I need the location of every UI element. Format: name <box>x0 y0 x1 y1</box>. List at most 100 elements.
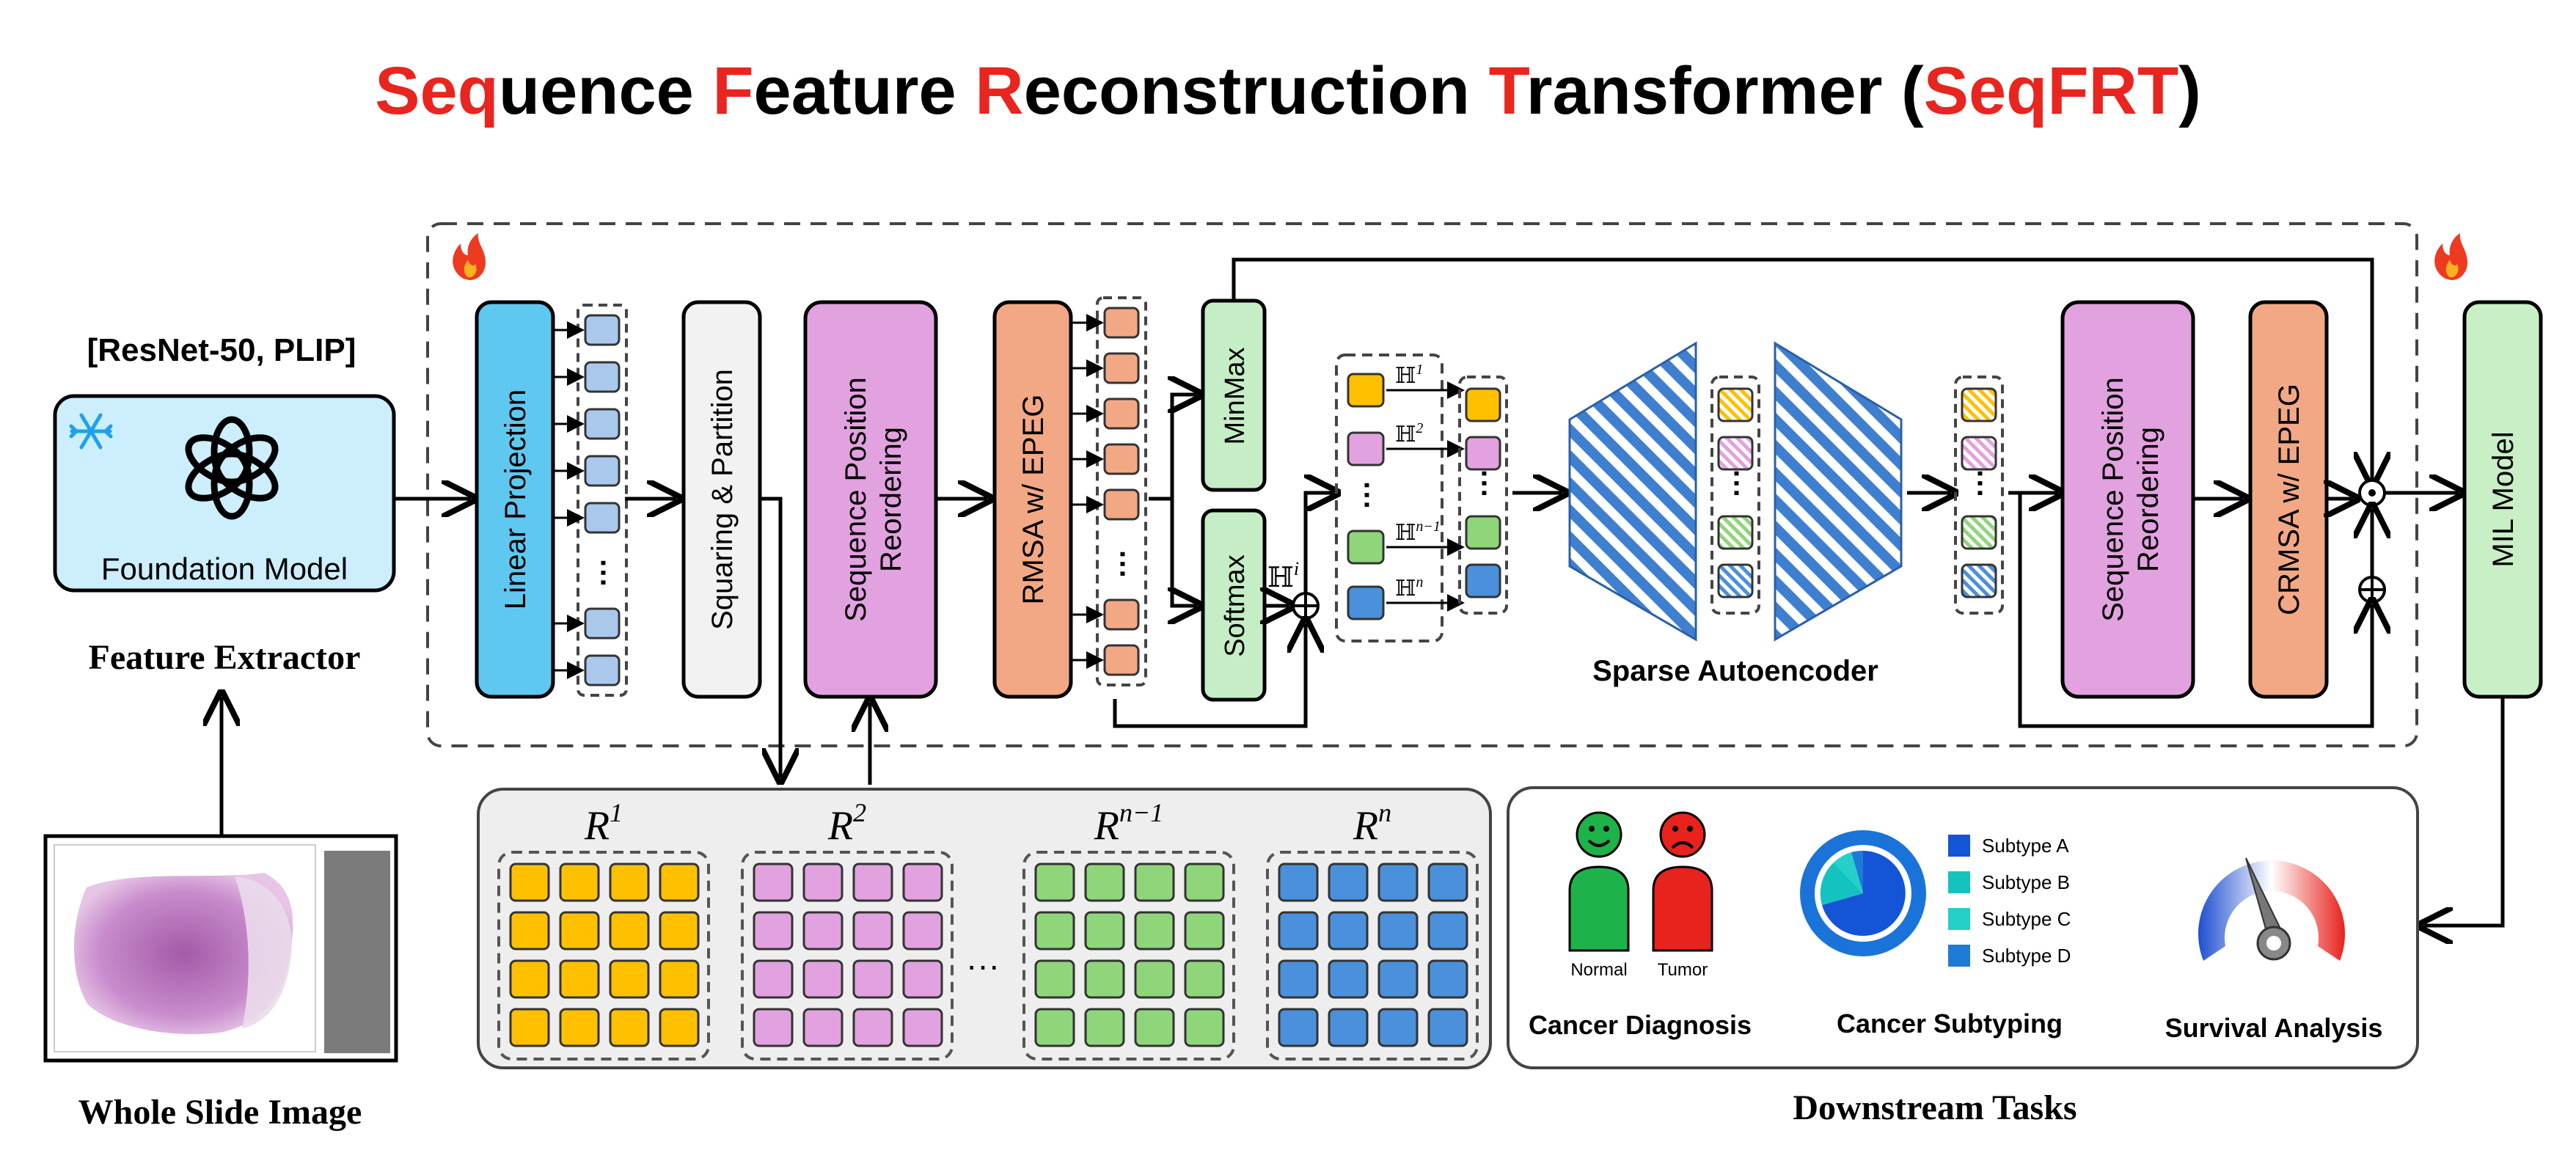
region-patch <box>509 1008 550 1047</box>
region-patch <box>1278 862 1319 902</box>
region-patch <box>1134 1008 1175 1047</box>
h-token <box>1347 585 1385 620</box>
ellipsis: ··· <box>1350 481 1383 510</box>
page-title: Sequence Feature Reconstruction Transfor… <box>0 53 2576 130</box>
rmsa-tokens: ··· <box>1071 296 1147 686</box>
add-operator-icon <box>1292 592 1320 620</box>
token <box>1103 644 1140 676</box>
openai-logo-icon <box>185 416 279 520</box>
region-patch <box>659 911 700 951</box>
minmax-label: MinMax <box>1220 347 1251 444</box>
regions-panel <box>477 788 1492 1069</box>
region-patch <box>1184 911 1225 951</box>
feature-extractor-caption: Feature Extractor <box>89 638 361 677</box>
legend-swatch <box>1948 871 1970 893</box>
title-part: econstruction <box>1023 54 1489 128</box>
title-part: R <box>975 54 1024 128</box>
region-patch <box>609 911 650 951</box>
region-patch <box>659 1008 700 1047</box>
squaring-partition-label: Squaring & Partition <box>706 369 739 630</box>
region-patch <box>1427 862 1468 902</box>
title-part: ) <box>2178 54 2201 128</box>
rmsa-block <box>992 300 1073 699</box>
cancer-diagnosis-title: Cancer Diagnosis <box>1529 1010 1752 1040</box>
region-patch <box>1377 959 1419 999</box>
region-patch <box>1184 862 1225 902</box>
token <box>584 607 621 640</box>
spr-label-line2: Reordering <box>875 427 907 572</box>
region-label: R2 <box>827 798 866 849</box>
h-label: ℍn <box>1395 574 1423 601</box>
svg-text:ℍi: ℍi <box>1267 558 1299 593</box>
linear-projection-label: Linear Projection <box>500 389 532 609</box>
seqfrt-module-frame <box>426 222 2418 747</box>
wsi-caption: Whole Slide Image <box>78 1093 362 1132</box>
h-i-label: ℍ <box>1267 563 1294 593</box>
region-patch <box>1134 959 1175 999</box>
normal-label: Normal <box>1570 960 1627 980</box>
h-label: ℍ1 <box>1395 362 1423 388</box>
region-patch <box>1134 911 1175 951</box>
token <box>1717 563 1754 598</box>
slide-label-area <box>324 851 390 1053</box>
token <box>1717 436 1754 471</box>
token <box>1103 398 1140 430</box>
region-patch <box>509 862 550 902</box>
title-part: SeqFRT <box>1923 54 2179 128</box>
legend-swatch <box>1948 908 1970 930</box>
token <box>1103 488 1140 521</box>
region-patch <box>1427 911 1468 951</box>
region-group: R1 <box>497 798 710 1061</box>
token <box>1465 563 1501 598</box>
softmax-label: Softmax <box>1220 554 1251 656</box>
legend-label: Subtype C <box>1982 908 2071 930</box>
tumor-label: Tumor <box>1658 960 1708 980</box>
region-group: Rn <box>1266 798 1479 1061</box>
region-patch <box>559 959 600 999</box>
token <box>1717 515 1754 550</box>
region-label: R1 <box>584 798 623 849</box>
minmax-skip-connection <box>1232 257 2372 481</box>
region-patch <box>802 862 844 902</box>
h-label: ℍ2 <box>1395 420 1423 447</box>
region-patch <box>1084 911 1125 951</box>
h-token <box>1347 530 1385 565</box>
region-label: Rn−1 <box>1094 798 1164 849</box>
region-patch <box>902 1008 943 1047</box>
legend-label: Subtype A <box>1982 835 2069 857</box>
region-patch <box>1377 1008 1419 1047</box>
token <box>1961 515 1997 550</box>
rmsa-label: RMSA w/ EPEG <box>1017 395 1050 605</box>
token <box>584 361 621 393</box>
spr2-label-line2: Reordering <box>2132 427 2165 572</box>
region-patch <box>852 1008 893 1047</box>
region-patch <box>1278 911 1319 951</box>
title-part: T <box>1488 54 1526 128</box>
legend-swatch <box>1948 945 1970 967</box>
title-part: uence <box>498 54 713 128</box>
h-label: ℍn−1 <box>1395 519 1441 545</box>
survival-gauge-icon <box>2198 857 2345 961</box>
encoder-shape <box>1568 341 1697 642</box>
ellipsis: ··· <box>1106 550 1138 579</box>
decoder-shape <box>1774 341 1903 642</box>
multiply-operator-icon <box>2358 479 2386 507</box>
region-patch <box>1377 862 1419 902</box>
region-patch <box>753 862 794 902</box>
token <box>1961 563 1997 598</box>
region-patch <box>1328 959 1369 999</box>
region-group: Rn−1 <box>1022 798 1235 1061</box>
region-patch <box>1084 1008 1125 1047</box>
region-patch <box>1034 911 1075 951</box>
region-patch <box>802 911 844 951</box>
downstream-caption: Downstream Tasks <box>1793 1088 2076 1127</box>
region-patch <box>902 862 943 902</box>
region-patch <box>1328 862 1369 902</box>
regions-ellipsis: ··· <box>966 946 1000 984</box>
region-group: R2 <box>741 798 954 1061</box>
region-patch <box>852 911 893 951</box>
subtype-donut-icon <box>1800 830 1926 956</box>
region-patch <box>802 1008 844 1047</box>
